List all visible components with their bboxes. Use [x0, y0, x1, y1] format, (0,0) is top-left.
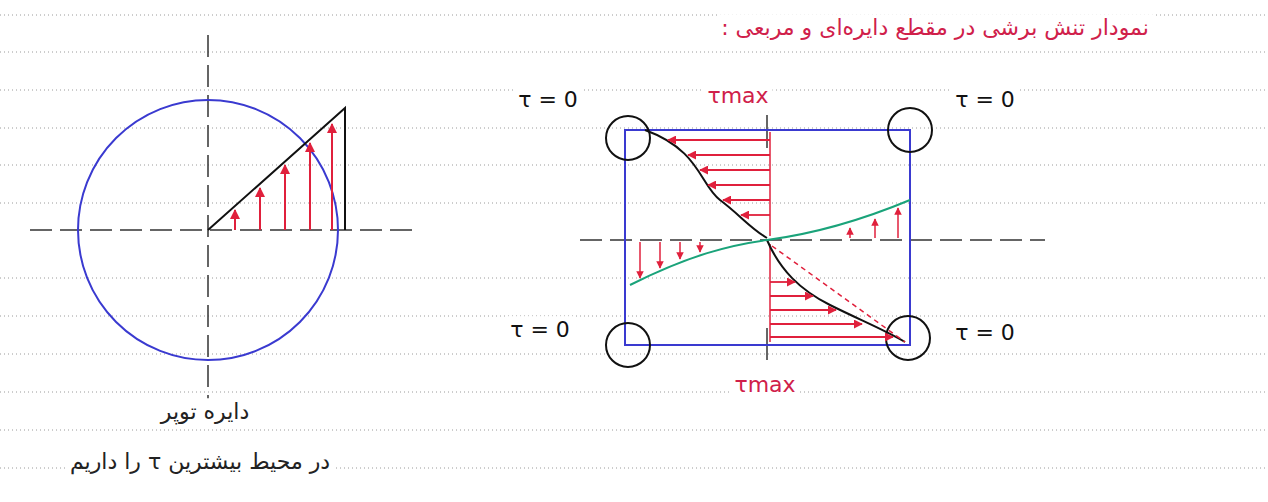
ruled-line: [0, 90, 1268, 91]
ruled-line: [0, 316, 1268, 317]
stress-arrow: [874, 219, 876, 238]
stress-arrow: [284, 165, 286, 230]
stress-curve: [645, 130, 767, 238]
max-stress-label: τmax: [730, 371, 799, 399]
axis-line: [30, 229, 415, 231]
stress-arrow: [770, 323, 862, 325]
stress-base: [769, 244, 771, 342]
section-note: دایره توپر: [157, 398, 253, 426]
stress-curve: [630, 200, 910, 285]
corner-circles: [606, 108, 932, 367]
ruled-line: [0, 52, 1268, 53]
stress-arrow: [770, 309, 836, 311]
stress-arrows: [640, 208, 898, 278]
axis-tick: [766, 115, 768, 148]
zero-stress-label: τ = 0: [506, 316, 574, 344]
stress-arrow: [639, 242, 641, 278]
stress-arrow: [708, 184, 770, 186]
stress-arrow: [770, 336, 893, 338]
stress-arrow: [897, 208, 899, 238]
ruled-line: [0, 392, 1268, 393]
stress-arrow: [770, 281, 795, 283]
max-stress-label: τmax: [703, 82, 772, 110]
stress-arrow: [679, 242, 681, 259]
ruled-lines: [0, 15, 1268, 468]
stress-arrows: [770, 282, 893, 337]
section-note: در محیط بیشترین τ را داریم: [66, 448, 334, 476]
section-square: [625, 130, 910, 345]
stress-arrows: [668, 140, 770, 215]
ruled-line: [0, 430, 1268, 431]
stress-arrow: [849, 228, 851, 238]
axis-line: [580, 239, 1045, 241]
stress-diagonal: [772, 246, 905, 342]
corner-circle: [888, 108, 932, 152]
stress-arrows: [235, 124, 332, 230]
zero-stress-label: τ = 0: [514, 86, 582, 114]
corner-circle: [606, 323, 650, 367]
stress-triangle: [208, 108, 345, 230]
stress-curve: [767, 240, 905, 342]
zero-stress-label: τ = 0: [951, 319, 1019, 347]
zero-stress-label: τ = 0: [951, 86, 1019, 114]
axis-line: [207, 35, 209, 400]
stress-arrow: [700, 169, 770, 171]
stress-arrow: [770, 295, 813, 297]
ruled-line: [0, 165, 1268, 166]
stress-arrow: [741, 214, 770, 216]
page-title: نمودار تنش برشی در مقطع دایره‌ای و مربعی…: [717, 14, 1153, 42]
stress-arrow: [668, 139, 770, 141]
stress-base: [769, 132, 771, 236]
stress-arrow: [259, 188, 261, 230]
corner-circle: [606, 116, 650, 160]
stress-arrow: [688, 154, 770, 156]
stress-arrow: [699, 242, 701, 252]
stress-arrow: [723, 199, 770, 201]
stress-arrow: [234, 210, 236, 230]
ruled-line: [0, 203, 1268, 204]
ruled-line: [0, 278, 1268, 279]
stress-arrow: [309, 143, 311, 230]
circle-section: [30, 35, 415, 400]
ruled-line: [0, 354, 1268, 355]
corner-circle: [886, 316, 930, 360]
stress-arrow: [331, 124, 333, 230]
ruled-line: [0, 128, 1268, 129]
stress-arrow: [659, 242, 661, 268]
square-section: [580, 108, 1045, 367]
